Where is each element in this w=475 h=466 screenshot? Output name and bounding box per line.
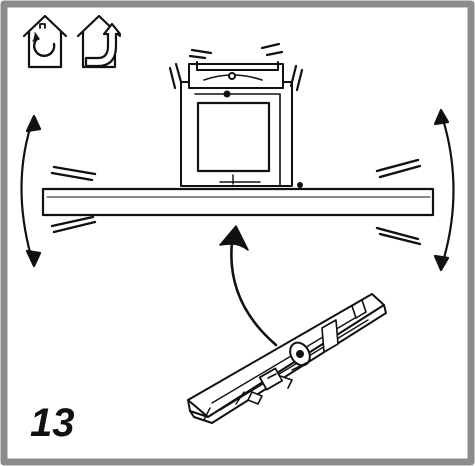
extraction-mode-icon [76,14,122,69]
vibration-marks-side [50,158,422,246]
recirculation-mode-icon [22,14,68,69]
chimney-motor-box [180,61,303,188]
hood-canopy [41,187,435,217]
rocking-arrow-left [20,114,42,268]
rocking-arrow-right [433,108,455,272]
step-number: 13 [30,401,75,445]
mounting-arrow [219,225,278,347]
vibration-marks-top [168,42,304,92]
mounting-bracket [187,293,387,424]
